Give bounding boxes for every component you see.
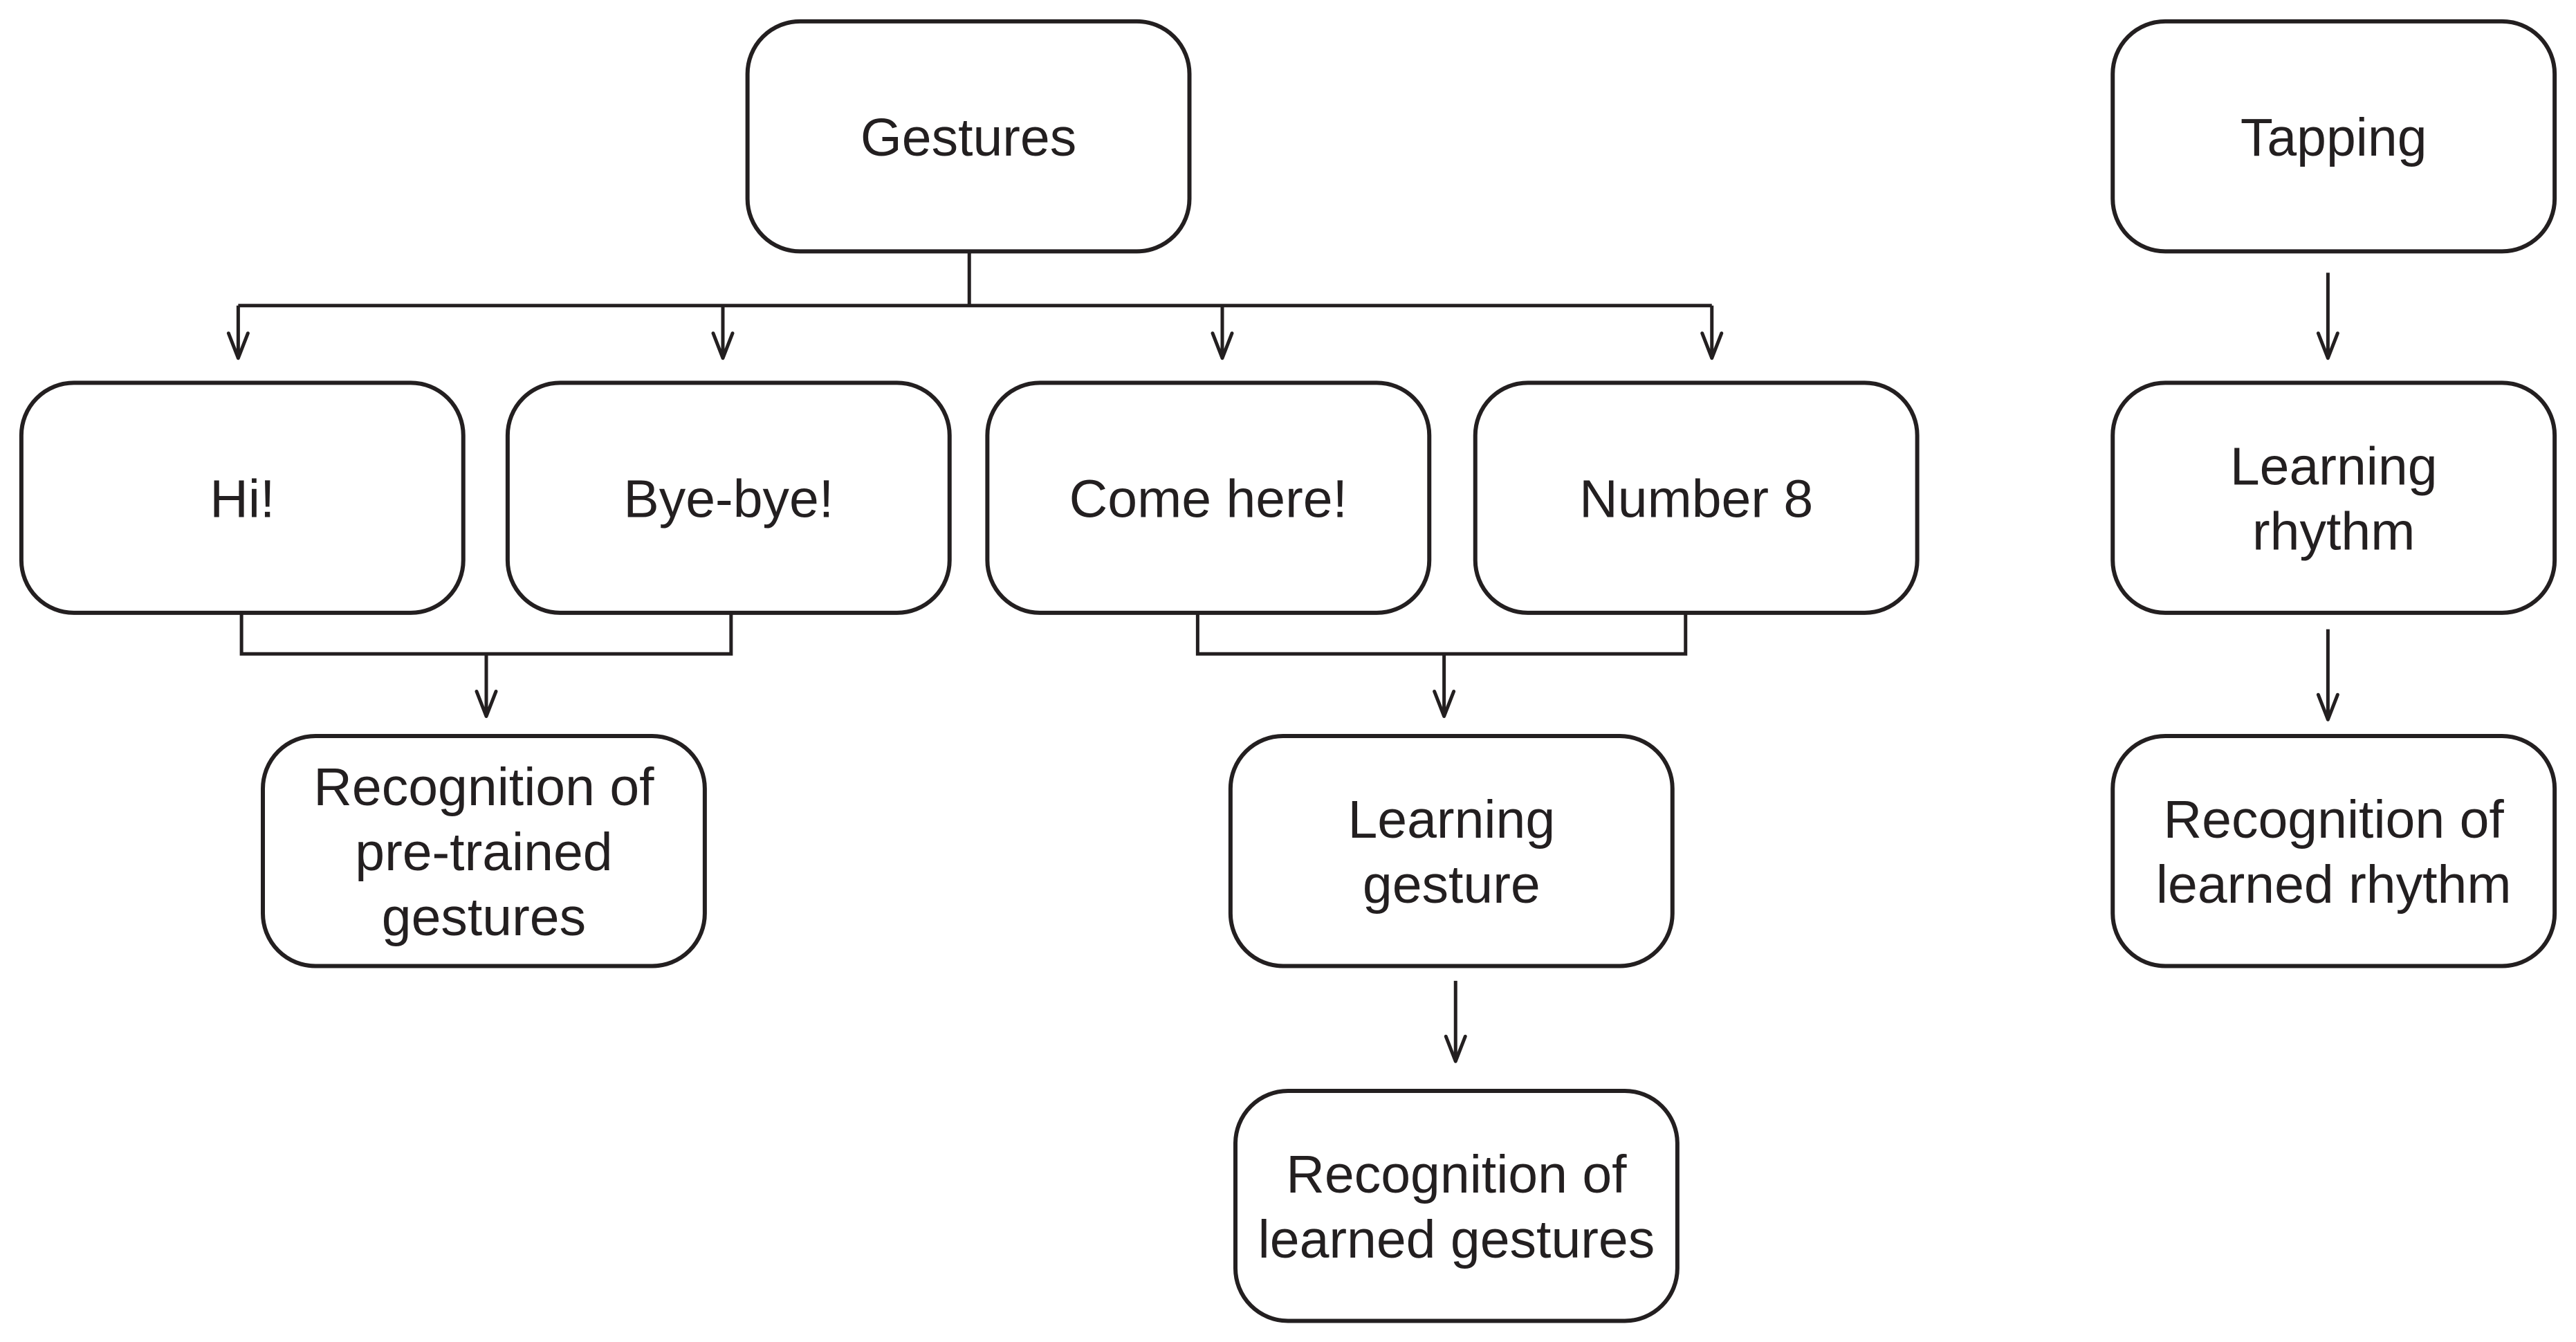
node-box: [261, 734, 707, 968]
node-byebye: Bye-bye!: [505, 380, 952, 615]
node-label: Come here!: [1069, 469, 1347, 528]
node-learning-gesture: Learning gesture: [1228, 734, 1675, 968]
arrowhead: [1433, 690, 1456, 718]
arrowhead: [1444, 1034, 1467, 1063]
node-hi: Hi!: [19, 380, 466, 615]
node-recog-learned-rhythm: Recognition of learned rhythm: [2110, 734, 2557, 968]
connector-line: [239, 612, 733, 656]
node-label: gestures: [382, 888, 586, 947]
node-box: [1473, 380, 1920, 615]
node-label: Gestures: [861, 108, 1076, 167]
node-box: [19, 380, 466, 615]
arrowhead: [2316, 331, 2339, 360]
connector-line: [1195, 612, 1688, 656]
connectors: [226, 251, 2339, 1063]
node-gestures: Gestures: [745, 19, 1192, 254]
node-recog-learned-gestures: Recognition of learned gestures: [1233, 1089, 1680, 1323]
arrowhead: [226, 331, 250, 360]
node-box: [1228, 734, 1675, 968]
node-box: [985, 380, 1432, 615]
node-label: learned rhythm: [2156, 855, 2512, 914]
node-box: [2110, 380, 2557, 615]
node-number8: Number 8: [1473, 380, 1920, 615]
node-box: [745, 19, 1192, 254]
node-box: [2110, 19, 2557, 254]
arrowhead: [1700, 331, 1724, 360]
node-box: [1233, 1089, 1680, 1323]
node-learning-rhythm: Learning rhythm: [2110, 380, 2557, 615]
node-label: Learning: [1347, 790, 1555, 849]
node-box: [2110, 734, 2557, 968]
node-label: Hi!: [210, 469, 275, 528]
node-tapping: Tapping: [2110, 19, 2557, 254]
arrowhead: [1211, 331, 1234, 360]
arrowhead: [711, 331, 735, 360]
node-label: Recognition of: [2164, 790, 2505, 849]
node-label: Bye-bye!: [623, 469, 834, 528]
node-label: gesture: [1363, 855, 1540, 914]
node-label: rhythm: [2252, 502, 2415, 561]
node-label: Number 8: [1579, 469, 1813, 528]
arrowhead: [475, 690, 498, 718]
node-come-here: Come here!: [985, 380, 1432, 615]
arrowhead: [2316, 692, 2339, 721]
node-label: Learning: [2230, 436, 2438, 496]
node-box: [505, 380, 952, 615]
node-label: learned gestures: [1258, 1210, 1655, 1269]
node-label: pre-trained: [355, 822, 612, 882]
node-label: Recognition of: [313, 757, 654, 817]
node-label: Tapping: [2241, 108, 2427, 167]
node-label: Recognition of: [1286, 1145, 1627, 1204]
